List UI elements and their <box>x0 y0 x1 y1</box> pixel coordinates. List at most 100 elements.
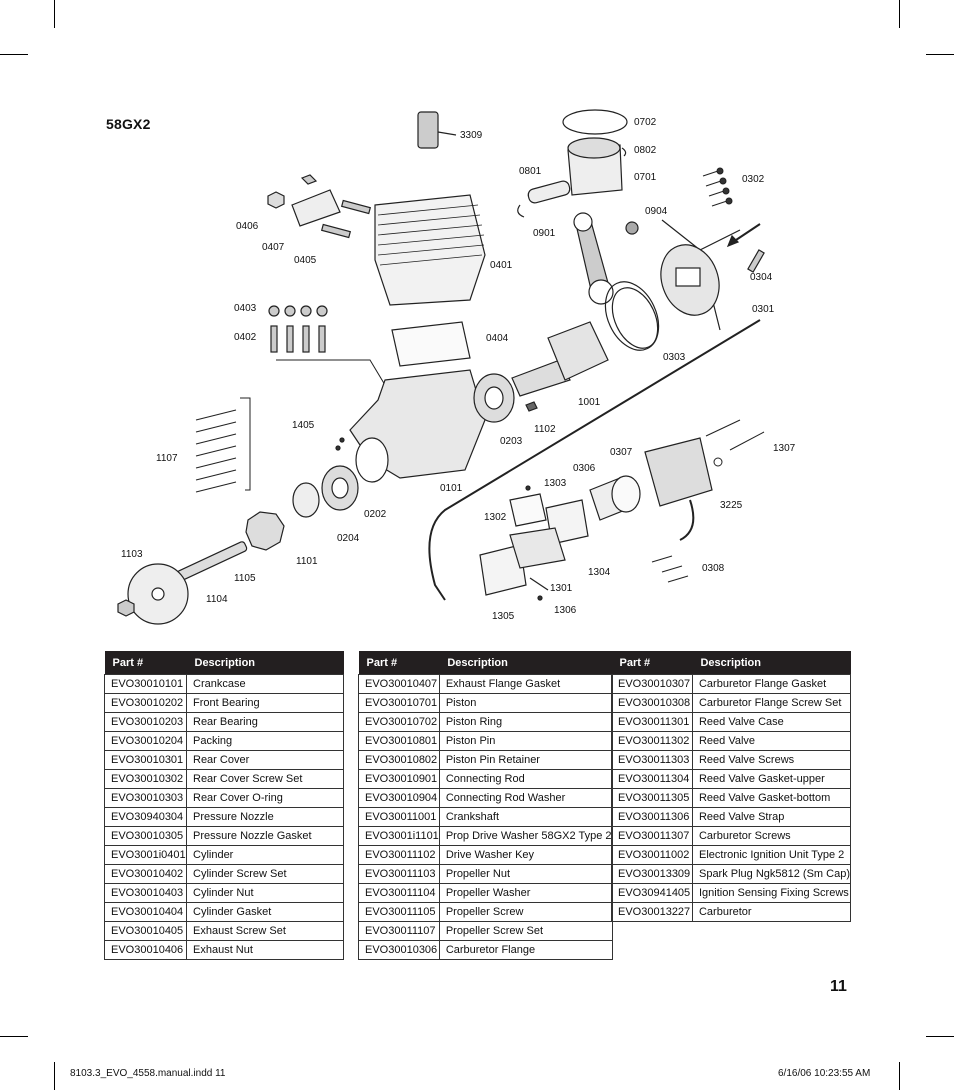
description-cell: Crankshaft <box>438 807 613 827</box>
part-callout-label: 1306 <box>554 605 577 616</box>
part-callout-label: 0301 <box>752 304 775 315</box>
description-cell: Reed Valve Gasket-upper <box>691 769 852 789</box>
part-number-cell: EVO30010404 <box>104 902 187 922</box>
part-callout-label: 0402 <box>234 332 257 343</box>
description-cell: Cylinder Screw Set <box>186 864 344 884</box>
description-cell: Propeller Screw Set <box>438 921 613 941</box>
part-number-cell: EVO30011102 <box>358 845 440 865</box>
description-header: Description <box>692 651 851 675</box>
part-callout-label: 0801 <box>519 166 542 177</box>
description-cell: Piston <box>438 693 613 713</box>
part-callout-label: 0308 <box>702 563 725 574</box>
part-number-cell: EVO30010303 <box>104 788 187 808</box>
description-cell: Carburetor Screws <box>691 826 852 846</box>
part-number-cell: EVO30010306 <box>358 940 440 960</box>
part-number-cell: EVO30010901 <box>358 769 440 789</box>
part-number-cell: EVO30011307 <box>611 826 693 846</box>
part-callout-label: 0306 <box>573 463 596 474</box>
description-cell: Rear Cover <box>186 750 344 770</box>
part-number-cell: EVO30010204 <box>104 731 187 751</box>
part-number-cell: EVO30010307 <box>611 674 693 694</box>
part-number-cell: EVO30011105 <box>358 902 440 922</box>
part-number-cell: EVO30011304 <box>611 769 693 789</box>
part-callout-label: 1302 <box>484 512 507 523</box>
description-cell: Rear Bearing <box>186 712 344 732</box>
part-number-cell: EVO30010904 <box>358 788 440 808</box>
part-number-cell: EVO30010801 <box>358 731 440 751</box>
description-cell: Front Bearing <box>186 693 344 713</box>
part-callout-label: 1304 <box>588 567 611 578</box>
crop-mark <box>0 54 28 55</box>
footer-file-slug: 8103.3_EVO_4558.manual.indd 11 <box>70 1068 226 1079</box>
description-cell: Piston Ring <box>438 712 613 732</box>
crop-mark <box>0 1036 28 1037</box>
part-number-cell: EVO30011301 <box>611 712 693 732</box>
part-number-cell: EVO3001i1101 <box>358 826 440 846</box>
part-number-cell: EVO30010402 <box>104 864 187 884</box>
description-cell: Reed Valve Gasket-bottom <box>691 788 852 808</box>
part-number-cell: EVO30013227 <box>611 902 693 922</box>
description-cell: Packing <box>186 731 344 751</box>
part-number-cell: EVO30011104 <box>358 883 440 903</box>
part-callout-label: 0701 <box>634 172 657 183</box>
part-number-cell: EVO30010702 <box>358 712 440 732</box>
description-cell: Piston Pin Retainer <box>438 750 613 770</box>
part-number-cell: EVO30010403 <box>104 883 187 903</box>
description-cell: Electronic Ignition Unit Type 2 <box>691 845 852 865</box>
part-callout-label: 0101 <box>440 483 463 494</box>
description-header: Description <box>186 651 344 675</box>
part-callout-label: 1303 <box>544 478 567 489</box>
part-number-cell: EVO30011107 <box>358 921 440 941</box>
part-callout-label: 1001 <box>578 397 601 408</box>
description-cell: Piston Pin <box>438 731 613 751</box>
description-cell: Exhaust Nut <box>186 940 344 960</box>
description-cell: Propeller Screw <box>438 902 613 922</box>
part-callout-label: 1105 <box>234 573 256 584</box>
crop-mark <box>54 1062 55 1090</box>
description-cell: Reed Valve <box>691 731 852 751</box>
part-number-header: Part # <box>611 651 693 675</box>
part-callout-label: 1301 <box>550 583 573 594</box>
description-header: Description <box>439 651 612 675</box>
description-cell: Propeller Nut <box>438 864 613 884</box>
description-cell: Reed Valve Strap <box>691 807 852 827</box>
part-callout-label: 1107 <box>156 453 178 464</box>
part-number-cell: EVO30011002 <box>611 845 693 865</box>
crop-mark <box>926 1036 954 1037</box>
crop-mark <box>926 54 954 55</box>
part-callout-label: 0303 <box>663 352 686 363</box>
description-cell: Cylinder <box>186 845 344 865</box>
description-cell: Spark Plug Ngk5812 (Sm Cap) <box>691 864 852 884</box>
part-callout-label: 1104 <box>206 594 228 605</box>
description-cell: Rear Cover O-ring <box>186 788 344 808</box>
diagram-callouts: 3309070208020801070109040302040604070405… <box>121 117 796 622</box>
description-cell: Carburetor <box>691 902 852 922</box>
description-cell: Ignition Sensing Fixing Screws <box>691 883 852 903</box>
part-number-cell: EVO30010802 <box>358 750 440 770</box>
description-cell: Propeller Washer <box>438 883 613 903</box>
